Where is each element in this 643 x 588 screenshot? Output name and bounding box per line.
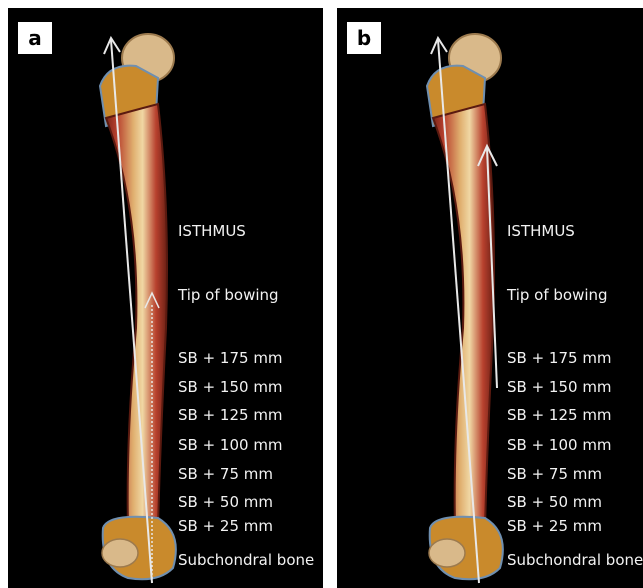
label-sb-75: SB + 75 mm (178, 465, 273, 483)
label-sb-125: SB + 125 mm (178, 406, 283, 424)
label-isthmus: ISTHMUS (178, 222, 246, 240)
label-sb-175: SB + 175 mm (507, 349, 612, 367)
label-subchondral-bone: Subchondral bone (178, 551, 314, 569)
label-sb-75: SB + 75 mm (507, 465, 602, 483)
label-sb-50: SB + 50 mm (178, 493, 273, 511)
label-sb-150: SB + 150 mm (507, 378, 612, 396)
label-tip-of-bowing: Tip of bowing (178, 286, 279, 304)
label-sb-100: SB + 100 mm (507, 436, 612, 454)
label-sb-50: SB + 50 mm (507, 493, 602, 511)
label-sb-25: SB + 25 mm (507, 517, 602, 535)
label-subchondral-bone: Subchondral bone (507, 551, 643, 569)
label-sb-150: SB + 150 mm (178, 378, 283, 396)
label-sb-175: SB + 175 mm (178, 349, 283, 367)
panel-b: b ISTHMUS Tip of bowing SB + 175 mm SB +… (337, 8, 643, 588)
label-isthmus: ISTHMUS (507, 222, 575, 240)
label-tip-of-bowing: Tip of bowing (507, 286, 608, 304)
label-sb-100: SB + 100 mm (178, 436, 283, 454)
label-sb-125: SB + 125 mm (507, 406, 612, 424)
label-sb-25: SB + 25 mm (178, 517, 273, 535)
panel-a: a ISTHMUS Tip of bowing SB + 175 (8, 8, 323, 588)
